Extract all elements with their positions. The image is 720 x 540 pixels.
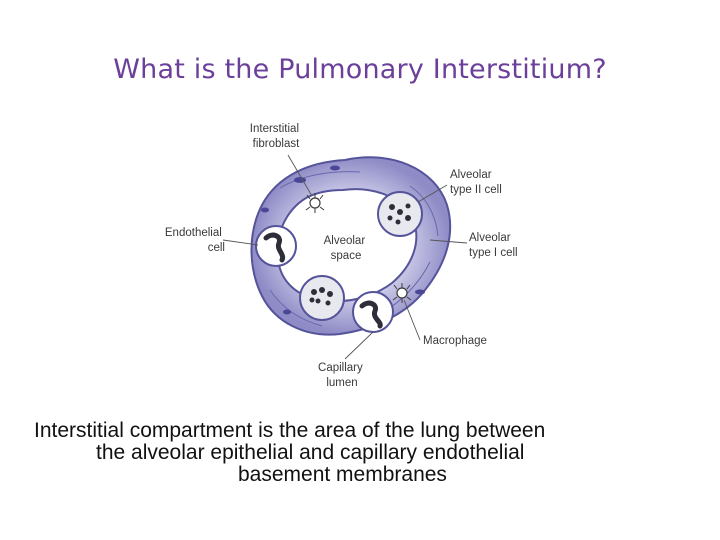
leader-lines <box>222 154 468 360</box>
label-endothelial-cell: Endothelial cell <box>165 227 225 254</box>
label-capillary-lumen: Capillary lumen <box>318 362 366 389</box>
type-ii-cell-shape <box>377 191 423 237</box>
macrophage-shape <box>392 283 412 303</box>
fibroblast-shape <box>305 193 325 213</box>
slide-title: What is the Pulmonary Interstitium? <box>113 54 607 85</box>
caption-line-1: Interstitial compartment is the area of … <box>34 419 546 442</box>
label-alveolar-type-i-cell: Alveolar type I cell <box>469 232 518 259</box>
label-interstitial-fibroblast: Interstitial fibroblast <box>250 123 302 150</box>
caption-line-2: the alveolar epithelial and capillary en… <box>96 441 525 464</box>
label-macrophage: Macrophage <box>423 335 487 347</box>
capillary-cell-shape <box>352 291 394 333</box>
label-alveolar-space: Alveolar space <box>324 235 369 262</box>
endothelial-cell-shape <box>255 225 297 267</box>
type-ii-cell-bottom-shape <box>299 275 345 321</box>
caption-line-3: basement membranes <box>238 463 447 486</box>
label-alveolar-type-ii-cell: Alveolar type II cell <box>450 169 502 196</box>
